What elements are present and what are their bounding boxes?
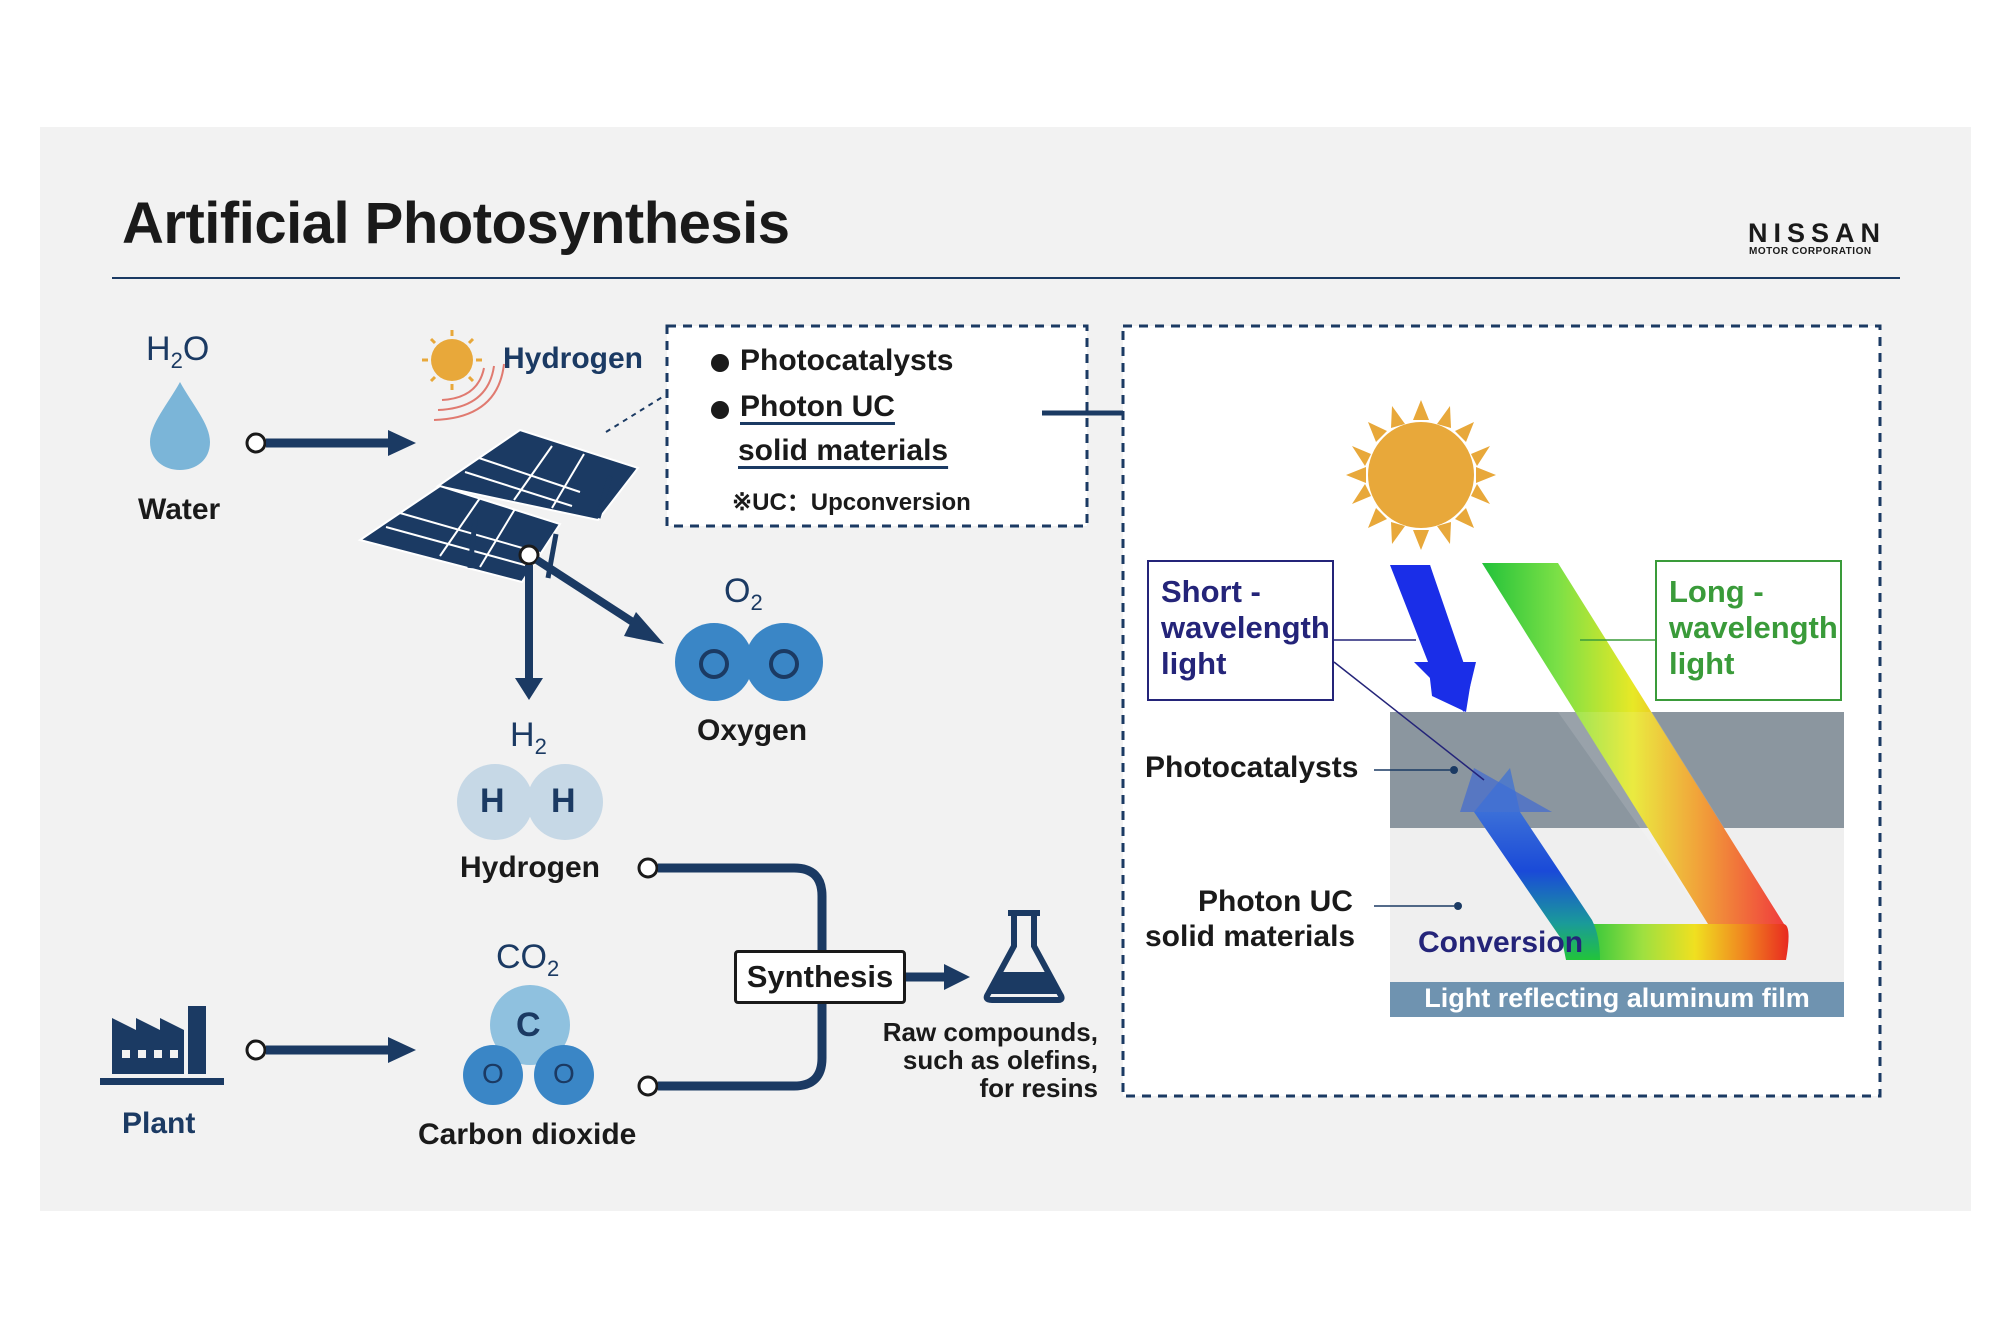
water-label: Water — [138, 493, 221, 526]
sun-icon — [1346, 400, 1496, 550]
long-wavelength-label: Long - wavelength light — [1655, 560, 1842, 701]
oxygen-atom-label: O — [553, 1058, 575, 1089]
oxygen-atom — [463, 1045, 523, 1105]
oxygen-formula: O2 — [724, 572, 763, 615]
aluminum-film-label: Light reflecting aluminum film — [1424, 983, 1810, 1013]
material-photon-uc: Photon UC — [740, 390, 895, 423]
long-wave-beam — [1482, 563, 1784, 924]
bullet-icon — [711, 401, 729, 419]
nissan-logo: NISSAN — [1748, 218, 1887, 248]
oxygen-atom — [534, 1045, 594, 1105]
plant-label: Plant — [122, 1107, 196, 1140]
flask-icon — [983, 910, 1065, 1003]
uc-note: ※UC：Upconversion — [732, 489, 971, 516]
nissan-logo-subtitle: MOTOR CORPORATION — [1749, 246, 1872, 257]
conversion-label: Conversion — [1418, 926, 1584, 959]
oxygen-atom — [675, 623, 753, 701]
oxygen-label: Oxygen — [697, 714, 808, 747]
oxygen-atom-label: O — [482, 1058, 504, 1089]
carbon-dioxide-label: Carbon dioxide — [418, 1118, 637, 1151]
page-title: Artificial Photosynthesis — [122, 191, 790, 256]
co2-formula: CO2 — [496, 938, 560, 981]
synthesis-box: Synthesis — [734, 950, 906, 1004]
carbon-atom-label: C — [516, 1006, 541, 1044]
hydrogen-atom-label: H — [551, 782, 576, 820]
hydrogen-formula: H2 — [510, 716, 547, 759]
water-drop-icon — [150, 382, 210, 470]
hydrogen-atom — [457, 764, 533, 840]
materials-box — [665, 324, 1089, 528]
short-wavelength-label: Short - wavelength light — [1147, 560, 1334, 701]
solar-panel-icon — [357, 428, 640, 584]
material-solid-materials: solid materials — [738, 434, 949, 467]
hydrogen-label: Hydrogen — [460, 851, 601, 884]
raw-compounds-label: Raw compounds, such as olefins, for resi… — [882, 1017, 1098, 1103]
photon-uc-label-line1: Photon UC — [1198, 885, 1353, 918]
material-photocatalysts: Photocatalysts — [740, 344, 954, 377]
bullet-icon — [711, 354, 729, 372]
carbon-atom — [490, 985, 570, 1065]
photon-uc-label-line2: solid materials — [1145, 920, 1356, 953]
hydrogen-atom-label: H — [480, 782, 505, 820]
hydrogen-atom — [527, 764, 603, 840]
solar-hydrogen-label: Hydrogen — [503, 342, 644, 375]
factory-icon — [100, 1006, 224, 1085]
water-formula: H2O — [146, 330, 210, 373]
photocatalysts-layer-label: Photocatalysts — [1145, 751, 1359, 784]
oxygen-atom — [745, 623, 823, 701]
small-sun-icon — [422, 330, 505, 421]
aluminum-film — [1390, 982, 1844, 1017]
